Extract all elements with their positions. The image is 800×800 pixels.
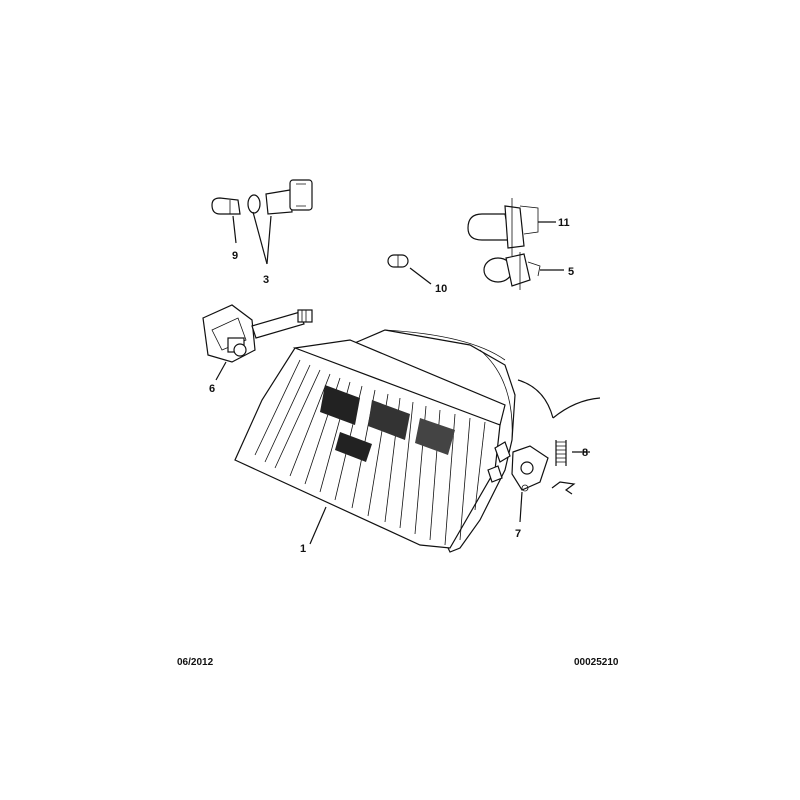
callout-3: 3 (263, 274, 269, 286)
bracket-7 (511, 445, 549, 523)
footer-date: 06/2012 (177, 657, 214, 668)
sidelamp-bulb-9 (211, 197, 241, 244)
callout-11: 11 (558, 217, 570, 229)
callout-1: 1 (300, 543, 306, 555)
callout-7: 7 (515, 528, 521, 540)
callout-10: 10 (435, 283, 447, 295)
wedge-bulb-10 (387, 254, 432, 285)
headlamp-assembly (234, 329, 601, 553)
adjuster-motor-6 (202, 304, 313, 381)
callout-6: 6 (209, 383, 215, 395)
bulb-holder-3 (247, 179, 313, 265)
callout-5: 5 (568, 266, 574, 278)
footer-reference-number: 00025210 (574, 657, 619, 668)
halogen-bulb-11 (467, 198, 556, 256)
callout-9: 9 (232, 250, 238, 262)
spring-clip-8 (551, 440, 590, 495)
callout-8: 8 (582, 447, 588, 459)
bulb-socket-5 (483, 252, 564, 290)
